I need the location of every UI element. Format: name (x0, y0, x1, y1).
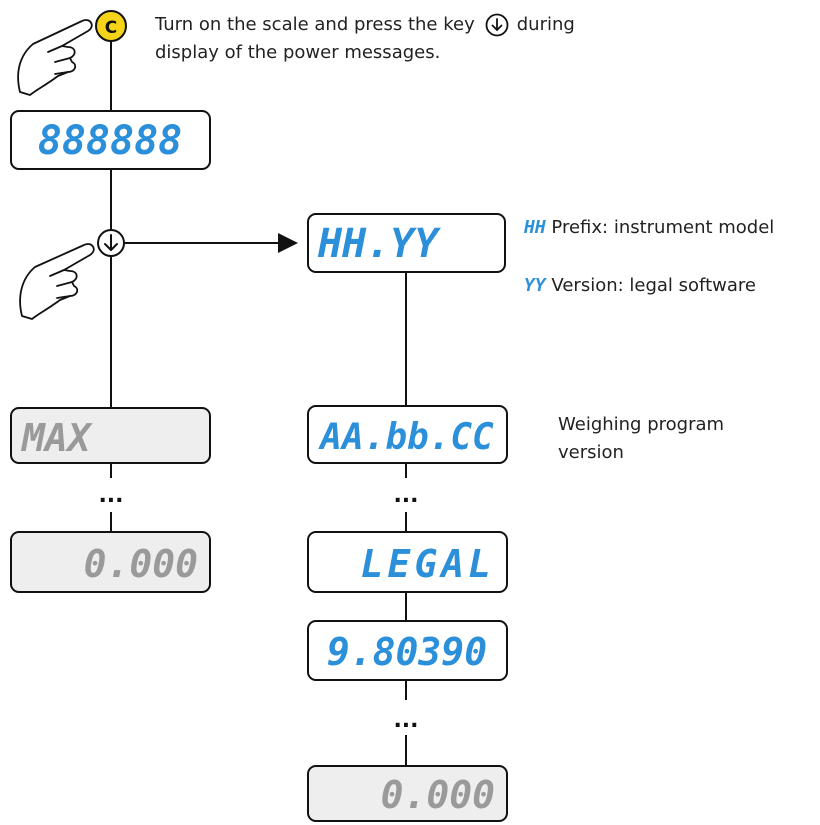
display-program-version-text: AA.bb.CC (318, 417, 494, 458)
hand-pointer-icon-top (17, 19, 93, 96)
display-zero-right-text: 0.000 (381, 773, 495, 817)
display-model-version: HH.YY (307, 213, 506, 273)
display-max-text: MAX (20, 416, 93, 460)
c-key-label: C (105, 18, 117, 38)
instruction-line-1: Turn on the scale and press the key duri… (155, 11, 715, 39)
down-arrow-key-icon (485, 13, 509, 37)
weighing-program-note-line-2: version (558, 442, 624, 463)
display-zero-right: 0.000 (307, 765, 508, 822)
display-legal: LEGAL (307, 531, 508, 593)
display-all-segments: 888888 (10, 110, 211, 170)
display-gravity: 9.80390 (307, 620, 508, 681)
weighing-program-note-line-1: Weighing program (558, 414, 725, 435)
legend-hh: HH Prefix: instrument model (524, 214, 774, 242)
display-max: MAX (10, 407, 211, 464)
ellipsis-left: ... (98, 483, 123, 508)
ellipsis-right-1: ... (393, 483, 418, 508)
legend-hh-code: HH (524, 217, 546, 238)
instruction-line-1-start: Turn on the scale and press the key (155, 14, 475, 35)
legend-yy: YY Version: legal software (524, 272, 756, 300)
display-zero-left: 0.000 (10, 531, 211, 593)
legend-yy-code: YY (524, 275, 546, 296)
display-all-segments-text: 888888 (38, 118, 183, 164)
weighing-program-note: Weighing program version (558, 411, 724, 467)
display-zero-left-text: 0.000 (84, 542, 198, 586)
hand-pointer-icon-bottom (19, 243, 95, 320)
instruction-line-1-end: during (516, 14, 575, 35)
instruction-text: Turn on the scale and press the key duri… (155, 11, 715, 67)
connectors (110, 40, 407, 765)
display-gravity-text: 9.80390 (327, 630, 487, 674)
down-arrow-icon (104, 234, 118, 251)
display-program-version: AA.bb.CC (307, 405, 508, 464)
display-model-version-text: HH.YY (317, 221, 441, 267)
ellipsis-right-2: ... (393, 708, 418, 733)
instruction-line-2: display of the power messages. (155, 42, 441, 63)
display-legal-text: LEGAL (361, 542, 495, 586)
legend-hh-text: Prefix: instrument model (551, 217, 775, 238)
down-key-button[interactable] (97, 229, 125, 257)
legend-yy-text: Version: legal software (551, 275, 756, 296)
c-key-button[interactable]: C (95, 10, 127, 42)
